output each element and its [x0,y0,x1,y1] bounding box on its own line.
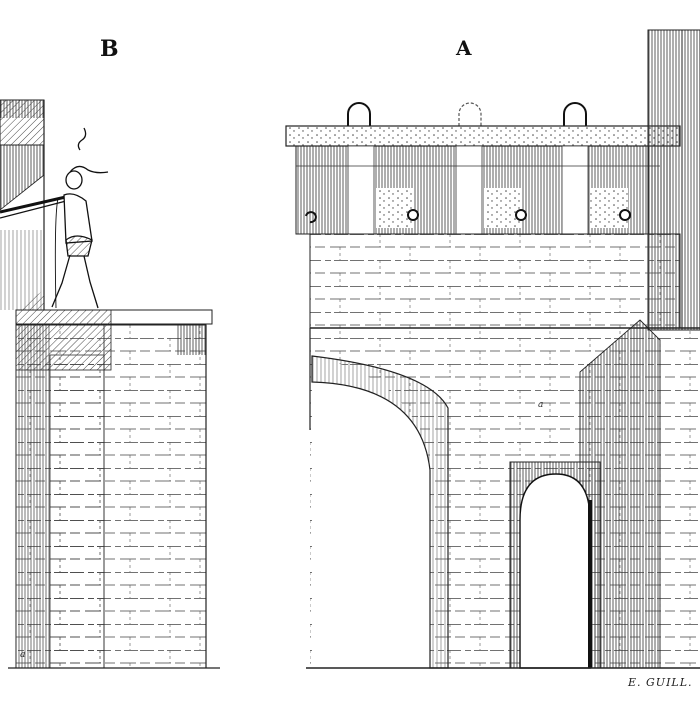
engraver-signature: E. GUILL. [628,676,693,689]
elevation-a [285,29,700,669]
wall-mark-a: a [538,400,544,410]
crossbowman-figure [0,127,109,309]
left-base-mark: a [20,650,26,660]
section-label-b: B [100,36,119,62]
elevation-label-a: A [456,36,472,60]
section-b [0,99,220,669]
